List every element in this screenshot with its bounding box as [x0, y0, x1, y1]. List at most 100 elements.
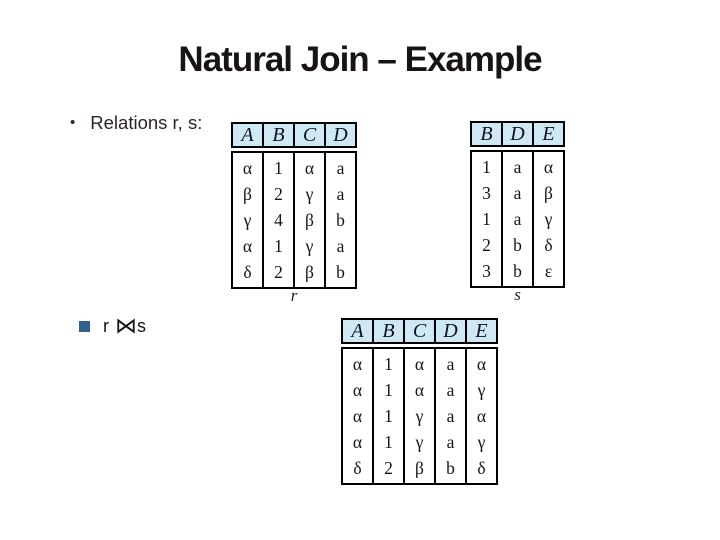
natural-join-icon: ⋈ [115, 313, 137, 338]
column-header: D [501, 121, 534, 147]
relation-s-label: s [514, 285, 521, 304]
table-column: 1 2 4 1 2 [262, 151, 295, 289]
table-cell: 1 [274, 236, 283, 256]
table-cell: 3 [482, 261, 491, 281]
column-header: D [324, 122, 357, 148]
table-cell: α [352, 406, 363, 426]
table-cell: a [446, 432, 455, 452]
join-operand-r: r [103, 315, 109, 336]
table-cell: a [513, 157, 522, 177]
table-cell: ε [544, 261, 553, 281]
column-header: B [262, 122, 295, 148]
table-cell: b [513, 261, 522, 281]
table-cell: β [544, 183, 553, 203]
table-cell: 1 [384, 432, 393, 452]
table-cell: α [304, 158, 315, 178]
table-cell: δ [544, 235, 553, 255]
table-cell: γ [305, 236, 314, 256]
table-cell: a [336, 236, 345, 256]
column-header: A [231, 122, 264, 148]
slide-title: Natural Join – Example [178, 40, 542, 79]
table-column: 1 3 1 2 3 [470, 150, 503, 288]
table-cell: α [476, 354, 487, 374]
table-cell: a [513, 183, 522, 203]
table-cell: 2 [274, 262, 283, 282]
table-cell: 4 [274, 210, 283, 230]
table-cell: α [414, 380, 425, 400]
table-cell: α [242, 158, 253, 178]
table-cell: 3 [482, 183, 491, 203]
table-cell: 1 [384, 354, 393, 374]
bullet-relations-label: Relations r, s: [90, 112, 203, 133]
table-cell: α [242, 236, 253, 256]
table-cell: 1 [384, 406, 393, 426]
table-cell: γ [477, 432, 486, 452]
table-cell: b [446, 458, 455, 478]
table-column: 1 1 1 1 2 [372, 347, 405, 485]
table-cell: 1 [482, 209, 491, 229]
table-cell: α [352, 354, 363, 374]
table-cell: γ [243, 210, 252, 230]
join-operand-s: s [137, 315, 146, 336]
table-cell: a [513, 209, 522, 229]
table-cell: b [336, 210, 345, 230]
table-cell: γ [477, 380, 486, 400]
table-cell: γ [544, 209, 553, 229]
table-cell: 1 [274, 158, 283, 178]
table-cell: β [415, 458, 424, 478]
table-cell: b [513, 235, 522, 255]
bullet-relations-line: • Relations r, s: [70, 110, 202, 136]
column-header: E [532, 121, 565, 147]
table-cell: γ [305, 184, 314, 204]
table-cell: a [336, 184, 345, 204]
table-cell: a [446, 354, 455, 374]
table-cell: 2 [384, 458, 393, 478]
table-cell: δ [243, 262, 252, 282]
column-header: D [434, 318, 467, 344]
table-cell: 1 [384, 380, 393, 400]
table-cell: α [352, 380, 363, 400]
table-cell: 1 [482, 157, 491, 177]
table-cell: b [336, 262, 345, 282]
relation-r-label: r [290, 286, 298, 305]
table-cell: a [446, 380, 455, 400]
bullet-join-line: r ⋈ s [79, 315, 146, 337]
table-cell: α [352, 432, 363, 452]
table-cell: α [543, 157, 554, 177]
table-cell: α [414, 354, 425, 374]
table-cell: γ [415, 406, 424, 426]
table-cell: 2 [274, 184, 283, 204]
table-cell: δ [477, 458, 486, 478]
table-cell: 2 [482, 235, 491, 255]
table-cell: γ [415, 432, 424, 452]
bullet-square-icon [79, 320, 90, 332]
column-header: A [341, 318, 374, 344]
column-header: C [293, 122, 326, 148]
table-cell: a [336, 158, 345, 178]
table-cell: β [305, 210, 314, 230]
column-header: C [403, 318, 436, 344]
table-cell: a [446, 406, 455, 426]
table-cell: β [243, 184, 252, 204]
column-header: E [465, 318, 498, 344]
table-cell: α [476, 406, 487, 426]
column-header: B [372, 318, 405, 344]
